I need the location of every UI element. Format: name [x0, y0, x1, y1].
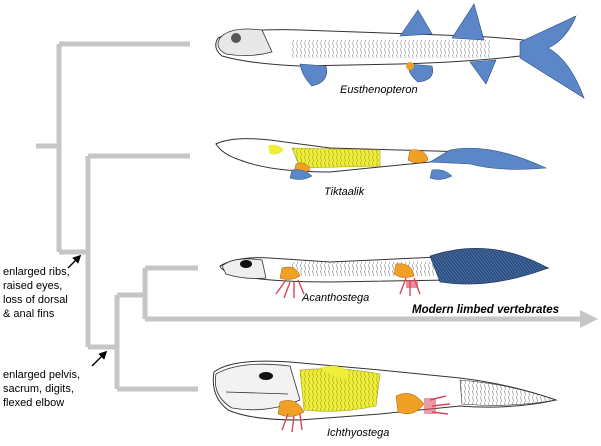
ichthyostega-illustration — [212, 360, 558, 433]
annotation-lower-line-2: sacrum, digits, — [3, 383, 74, 395]
label-eusthenopteron: Eusthenopteron — [340, 84, 418, 96]
acanthostega-illustration — [219, 248, 550, 299]
cladogram-tree — [36, 41, 582, 392]
modern-branch-arrowhead — [580, 310, 598, 328]
annotation-upper-line-4: & anal fins — [3, 308, 55, 320]
eusthenopteron-illustration — [215, 3, 585, 99]
annotation-upper: enlarged ribs, raised eyes, loss of dors… — [3, 266, 70, 320]
label-ichthyostega: Ichthyostega — [327, 427, 389, 439]
label-tiktaalik: Tiktaalik — [324, 186, 365, 198]
label-modern-limbed-vertebrates: Modern limbed vertebrates — [412, 304, 559, 316]
tiktaalik-illustration — [215, 138, 548, 180]
annotation-upper-line-3: loss of dorsal — [3, 294, 68, 306]
annotation-upper-line-2: raised eyes, — [3, 280, 62, 292]
annotation-upper-line-1: enlarged ribs, — [3, 266, 70, 278]
annotation-lower-arrow — [91, 350, 108, 367]
annotation-lower-line-1: enlarged pelvis, — [3, 369, 80, 381]
annotation-lower-line-3: flexed elbow — [3, 397, 64, 409]
annotation-upper-arrow — [67, 254, 82, 269]
label-acanthostega: Acanthostega — [301, 292, 369, 304]
annotation-lower: enlarged pelvis, sacrum, digits, flexed … — [3, 369, 80, 409]
